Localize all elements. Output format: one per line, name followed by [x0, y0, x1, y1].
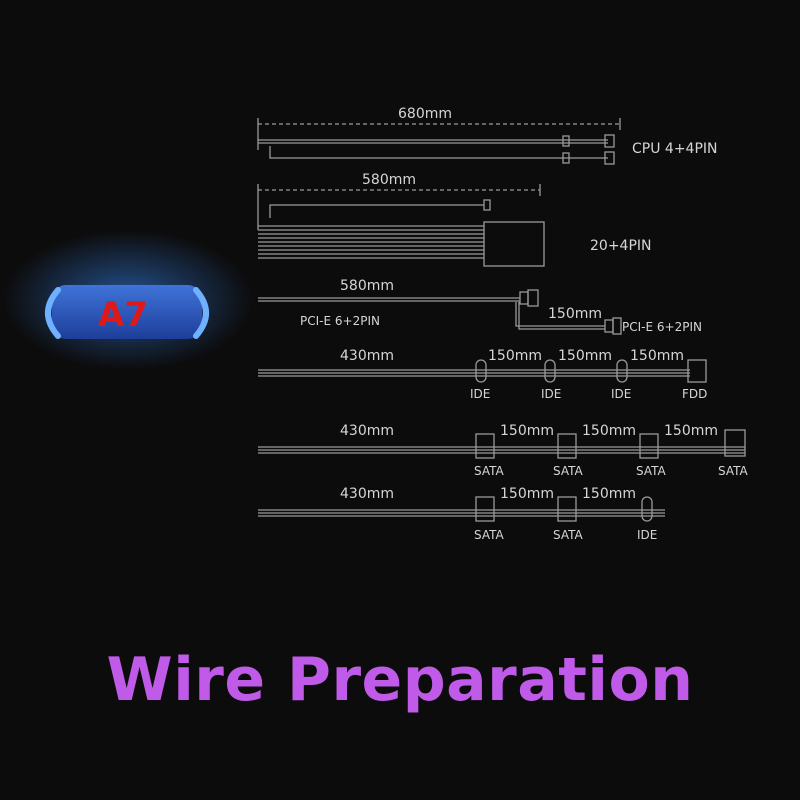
model-badge: A7: [3, 230, 253, 370]
ide-connector-3: IDE: [611, 387, 631, 401]
fdd-connector: FDD: [682, 387, 707, 401]
badge-text: A7: [98, 295, 148, 335]
cpu-length-label: 680mm: [398, 106, 452, 122]
sata2-connector-3: IDE: [637, 528, 657, 542]
sata1-connector-3: SATA: [636, 464, 667, 478]
pcie-branch-length-label: 150mm: [548, 306, 602, 322]
sata1-connector-4: SATA: [718, 464, 749, 478]
pcie-length-label: 580mm: [340, 278, 394, 294]
sata2-length-label: 430mm: [340, 486, 394, 502]
atx-length-label: 580mm: [362, 172, 416, 188]
sata1-segment-2: 150mm: [582, 423, 636, 439]
sata1-segment-1: 150mm: [500, 423, 554, 439]
pcie-branch-label: PCI-E 6+2PIN: [622, 320, 702, 334]
ide-length-label: 430mm: [340, 348, 394, 364]
sata2-segment-1: 150mm: [500, 486, 554, 502]
atx-connector-label: 20+4PIN: [590, 238, 652, 254]
ide-connector-2: IDE: [541, 387, 561, 401]
page-title: Wire Preparation: [106, 645, 694, 715]
sata2-connector-2: SATA: [553, 528, 584, 542]
pcie-label: PCI-E 6+2PIN: [300, 314, 380, 328]
cpu-connector-label: CPU 4+4PIN: [632, 141, 718, 157]
sata1-connector-1: SATA: [474, 464, 505, 478]
sata1-segment-3: 150mm: [664, 423, 718, 439]
sata2-segment-2: 150mm: [582, 486, 636, 502]
ide-segment-2: 150mm: [558, 348, 612, 364]
ide-segment-1: 150mm: [488, 348, 542, 364]
sata1-length-label: 430mm: [340, 423, 394, 439]
sata1-connector-2: SATA: [553, 464, 584, 478]
ide-connector-1: IDE: [470, 387, 490, 401]
ide-segment-3: 150mm: [630, 348, 684, 364]
cable-lines: [257, 118, 746, 522]
sata2-connector-1: SATA: [474, 528, 505, 542]
